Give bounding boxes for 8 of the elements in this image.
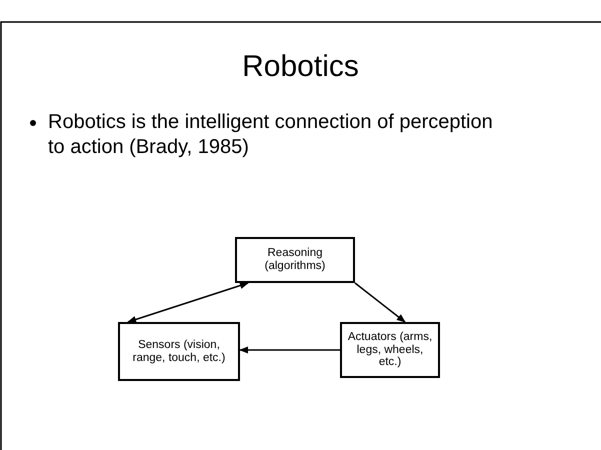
slide-title: Robotics <box>241 50 360 84</box>
process-box: Actuators (arms, legs, wheels, etc.) <box>340 322 440 378</box>
arrow <box>354 282 406 323</box>
process-box: Sensors (vision, range, touch, etc.) <box>118 322 240 381</box>
bullet-text: Robotics is the intelligent connection of perception to action (Brady, 1985) <box>48 110 494 160</box>
arrow <box>127 282 249 323</box>
process-box: Reasoning (algorithms) <box>235 237 355 283</box>
arrow <box>239 346 340 354</box>
